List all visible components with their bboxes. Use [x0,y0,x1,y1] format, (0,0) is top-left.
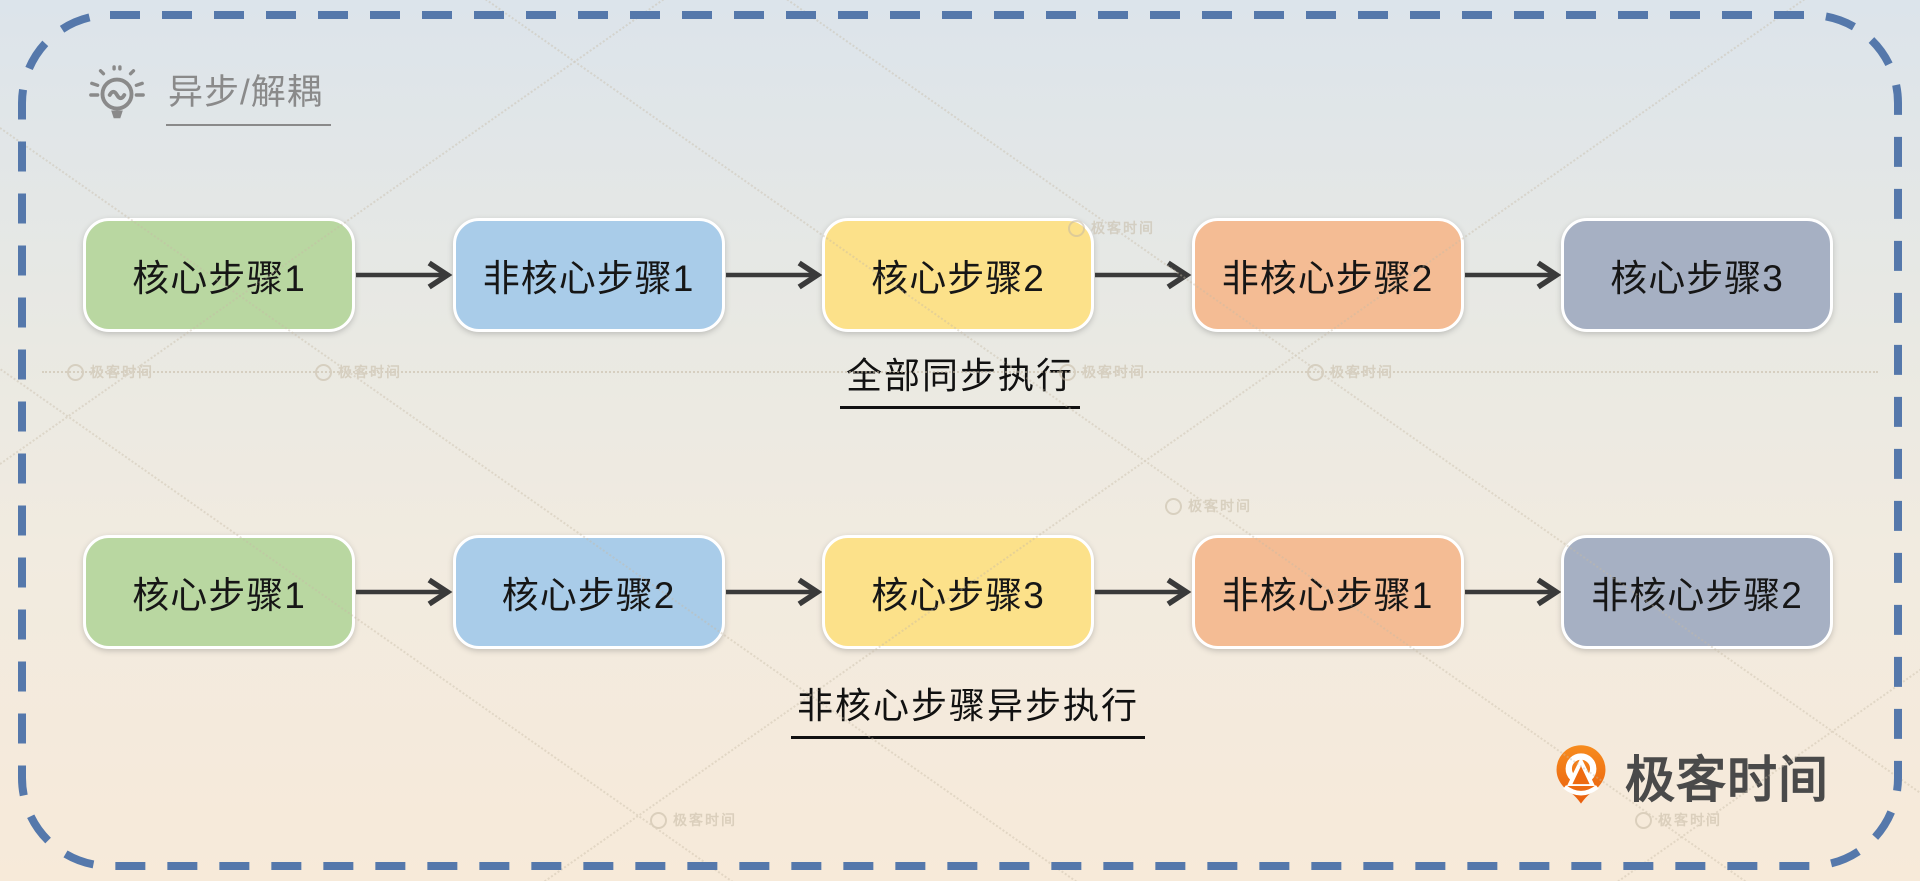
flow-caption-async: 非核心步骤异步执行 [790,677,1145,739]
page-title: 异步/解耦 [166,64,331,126]
arrow-icon [1464,574,1562,610]
header: 异步/解耦 [86,64,331,126]
step-label: 核心步骤2 [501,575,676,616]
flow-caption-sync: 全部同步执行 [839,347,1080,409]
step-box: 核心步骤2 [822,218,1094,332]
step-box: 非核心步骤1 [1191,535,1464,649]
watermark-badge: 极客时间 [1165,496,1252,516]
watermark-q-icon [1165,497,1182,515]
step-label: 核心步骤2 [871,258,1045,299]
geektime-pin-icon [1556,745,1606,804]
step-label: 核心步骤3 [1610,258,1784,299]
flow-row-sync: 核心步骤1 非核心步骤1 核心步骤2 非核心步骤2 核心步骤3 [83,218,1833,332]
arrow-icon [355,574,453,610]
step-label: 非核心步骤2 [1591,575,1803,616]
caption-row: 全部同步执行 [0,347,1920,409]
step-box: 非核心步骤2 [1191,218,1464,332]
flow-row-async: 核心步骤1 核心步骤2 核心步骤3 非核心步骤1 非核心步骤2 [83,535,1833,649]
watermark-badge: 极客时间 [1635,810,1722,830]
step-label: 核心步骤1 [132,575,306,616]
geektime-logo-text: 极客时间 [1625,752,1829,808]
step-label: 非核心步骤1 [482,258,695,299]
arrow-icon [725,574,823,610]
step-label: 非核心步骤2 [1221,258,1434,299]
watermark-diagonal-line [0,0,1470,881]
watermark-q-icon [650,811,667,829]
arrow-icon [725,257,823,293]
caption-row: 非核心步骤异步执行 [0,677,1920,739]
step-box: 非核心步骤1 [452,218,725,332]
arrow-icon [355,257,453,293]
arrow-icon [1464,257,1562,293]
step-box: 非核心步骤2 [1561,535,1833,649]
watermark-diagonal-line [0,0,1470,881]
arrow-icon [1094,574,1192,610]
step-box: 核心步骤1 [83,218,355,332]
step-box: 核心步骤3 [1561,218,1833,332]
geektime-logo: 极客时间 [1552,740,1829,812]
step-label: 核心步骤3 [871,575,1045,616]
step-box: 核心步骤2 [452,535,725,649]
step-box: 核心步骤3 [822,535,1094,649]
step-label: 非核心步骤1 [1221,575,1434,616]
arrow-icon [1094,257,1192,293]
lightbulb-icon [89,65,145,119]
step-label: 核心步骤1 [132,258,306,299]
watermark-badge: 极客时间 [650,810,737,830]
watermark-q-icon [1635,811,1652,829]
step-box: 核心步骤1 [83,535,355,649]
